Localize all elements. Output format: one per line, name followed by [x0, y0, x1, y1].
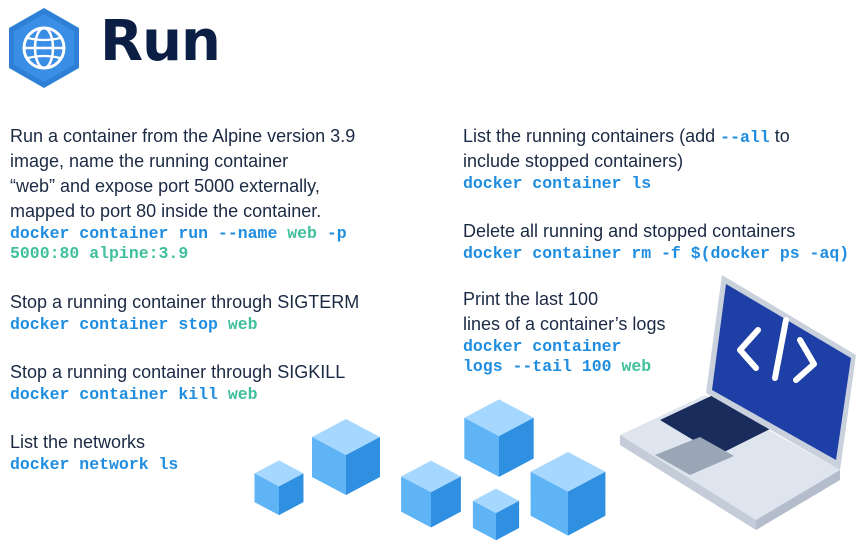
description-line: lines of a container’s logs: [463, 314, 666, 334]
command-argument: 5000:80 alpine:3.9: [10, 244, 189, 263]
cube-icon: [464, 399, 534, 477]
command-argument: web: [621, 357, 652, 376]
command-argument: web: [227, 385, 258, 404]
description-text: List the running containers (add: [463, 126, 721, 146]
command-block-logs: Print the last 100 lines of a container’s…: [463, 287, 763, 377]
description-line: mapped to port 80 inside the container.: [10, 201, 322, 221]
command-block-list: List the running containers (add --all t…: [463, 124, 858, 194]
command-text: docker container kill: [10, 385, 228, 404]
code-icon: [737, 317, 817, 383]
laptop-icon: [620, 275, 856, 530]
command-argument: web: [227, 315, 258, 334]
command-block-kill: Stop a running container through SIGKILL…: [10, 360, 410, 405]
command-line: docker container ls: [463, 174, 858, 194]
command-line: docker container kill web: [10, 385, 410, 405]
command-block-networks: List the networks docker network ls: [10, 430, 410, 475]
command-block-stop: Stop a running container through SIGTERM…: [10, 290, 410, 335]
command-text: --all: [720, 128, 770, 147]
command-line: docker network ls: [10, 455, 410, 475]
command-text: docker container ls: [463, 174, 652, 193]
command-text: docker container rm -f $(docker ps -aq): [463, 244, 850, 263]
command-block-delete: Delete all running and stopped container…: [463, 219, 858, 264]
command-text: logs --tail 100: [463, 357, 622, 376]
command-text: docker container run --name: [10, 224, 288, 243]
cube-icon: [401, 460, 461, 528]
command-line: 5000:80 alpine:3.9: [10, 244, 410, 264]
cube-icon: [312, 419, 380, 495]
command-block-run: Run a container from the Alpine version …: [10, 124, 410, 264]
page-title: Run: [100, 9, 221, 74]
command-line: docker container stop web: [10, 315, 410, 335]
description-line: Stop a running container through SIGKILL: [10, 362, 346, 382]
cube-icon: [254, 460, 304, 516]
command-line: docker container run --name web -p: [10, 224, 410, 244]
description-line: Run a container from the Alpine version …: [10, 126, 356, 146]
globe-hexagon-icon: [9, 8, 79, 88]
command-text: docker network ls: [10, 455, 179, 474]
command-line: logs --tail 100 web: [463, 357, 763, 377]
description-line: List the running containers (add --all t…: [463, 124, 858, 149]
description-line: “web” and expose port 5000 externally,: [10, 176, 320, 196]
description-line: Print the last 100: [463, 289, 599, 309]
description-line: include stopped containers): [463, 149, 858, 174]
description-text: include stopped containers): [463, 151, 684, 171]
command-text: docker container: [463, 337, 622, 356]
description-line: Delete all running and stopped container…: [463, 221, 796, 241]
description-line: image, name the running container: [10, 151, 289, 171]
description-line: List the networks: [10, 432, 146, 452]
command-text: docker container stop: [10, 315, 228, 334]
command-line: docker container: [463, 337, 763, 357]
description-text: to: [769, 126, 790, 146]
command-text: -p: [316, 224, 347, 243]
description-line: Stop a running container through SIGTERM: [10, 292, 360, 312]
cube-icon: [530, 452, 606, 536]
cube-icon: [472, 488, 520, 541]
command-argument: web: [287, 224, 317, 243]
command-line: docker container rm -f $(docker ps -aq): [463, 244, 858, 264]
